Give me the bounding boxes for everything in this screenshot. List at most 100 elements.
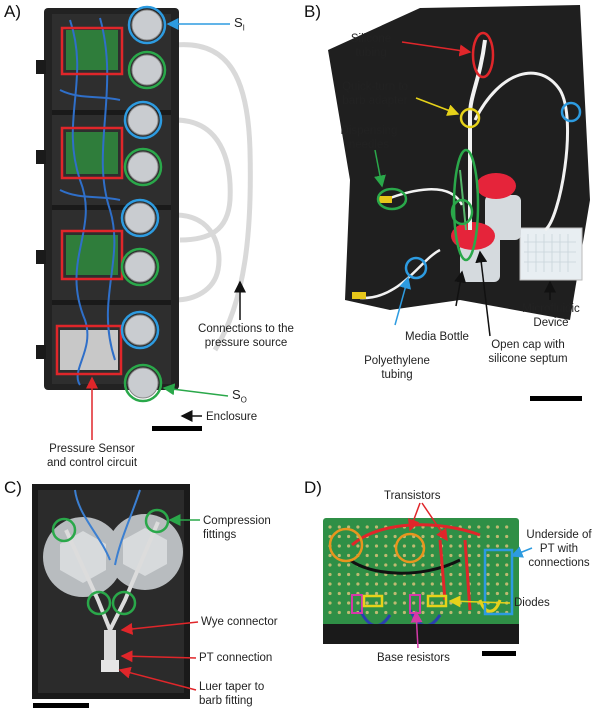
perfboard-hole [384,591,388,596]
perfboard-hole [393,563,397,567]
perfboard-hole [328,610,332,615]
perfboard-hole [486,544,490,548]
perfboard-hole [384,610,388,615]
perfboard-hole [328,591,332,596]
panel-d-diodes-label: Diodes [514,597,550,609]
perfboard-hole [495,572,499,577]
perfboard-hole [421,601,425,605]
perfboard-hole [458,534,462,539]
perfboard-hole [467,544,472,548]
panel-b-annotations [374,31,582,401]
panel-c-label: C) [4,478,22,497]
perfboard-hole [421,591,425,596]
perfboard-hole [458,572,462,577]
perfboard-hole [430,601,434,605]
perfboard-hole [374,610,379,615]
perfboard-hole [430,534,434,539]
perfboard-hole [477,563,481,567]
perfboard-hole [458,553,462,558]
perfboard-hole [495,582,499,586]
perfboard-hole [384,563,388,567]
panel-a-scale-bar [152,426,202,431]
perfboard-hole [337,572,341,577]
perfboard-hole [384,601,388,605]
panel-a-label: A) [4,2,21,21]
perfboard-hole [337,610,341,615]
panel-d-annotations [328,502,533,656]
perfboard-hole [365,591,369,596]
perfboard-hole [356,544,360,548]
perfboard-hole [449,553,453,558]
perfboard-hole [430,563,434,567]
perfboard-hole [347,591,351,596]
perfboard-hole [486,553,490,558]
perfboard-hole [505,591,509,596]
perfboard-hole [384,553,388,558]
panel-c-pt-label: PT connection [199,652,273,664]
perfboard-hole [449,610,453,615]
perfboard-hole [412,582,416,586]
perfboard-hole [477,591,481,596]
perfboard-hole [356,572,360,577]
perfboard-hole [384,534,388,539]
perfboard-hole [449,534,453,539]
panel-c-photo [32,484,190,699]
perfboard-hole [328,582,332,586]
perfboard-hole [347,610,351,615]
perfboard-hole [337,525,341,529]
perfboard-hole [495,544,499,548]
perfboard-hole [402,582,406,586]
perfboard-hole [458,544,462,548]
perfboard-hole [421,582,425,586]
perfboard-hole [505,553,509,558]
perfboard-hole [393,610,397,615]
perfboard-hole [495,563,499,567]
panel-d-label: D) [304,478,322,497]
perfboard-hole [505,534,509,539]
perfboard-hole [440,610,444,615]
perfboard-hole [393,601,397,605]
perfboard-hole [328,601,332,605]
perfboard-hole [440,534,444,539]
perfboard-hole [374,572,379,577]
perfboard-hole [393,591,397,596]
panel-c-annotations [33,508,200,708]
perfboard-hole [467,610,472,615]
perfboard-hole [374,601,379,605]
perfboard-hole [430,544,434,548]
perfboard-hole [393,534,397,539]
perfboard-hole [374,553,379,558]
perfboard-hole [458,563,462,567]
perfboard-hole [412,544,416,548]
perfboard-hole [467,525,472,529]
perfboard-hole [347,544,351,548]
perfboard-hole [412,563,416,567]
perfboard-hole [347,525,351,529]
perfboard-hole [356,582,360,586]
panel-a-annotations [55,5,246,440]
perfboard-hole [402,610,406,615]
perfboard-hole [374,582,379,586]
perfboard-hole [505,544,509,548]
perfboard-hole [477,610,481,615]
perfboard-hole [337,553,341,558]
perfboard-hole [421,572,425,577]
panel-d-base-resistors-label: Base resistors [377,652,450,664]
perfboard-hole [365,601,369,605]
perfboard-hole [412,601,416,605]
perfboard-hole [421,610,425,615]
perfboard-hole [458,610,462,615]
perfboard-hole [374,544,379,548]
perfboard-hole [356,601,360,605]
perfboard-hole [365,572,369,577]
panel-b-scale-bar [530,396,582,401]
perfboard-hole [347,563,351,567]
perfboard-hole [347,553,351,558]
perfboard-hole [486,534,490,539]
perfboard-hole [365,610,369,615]
panel-d-photo [323,518,519,644]
